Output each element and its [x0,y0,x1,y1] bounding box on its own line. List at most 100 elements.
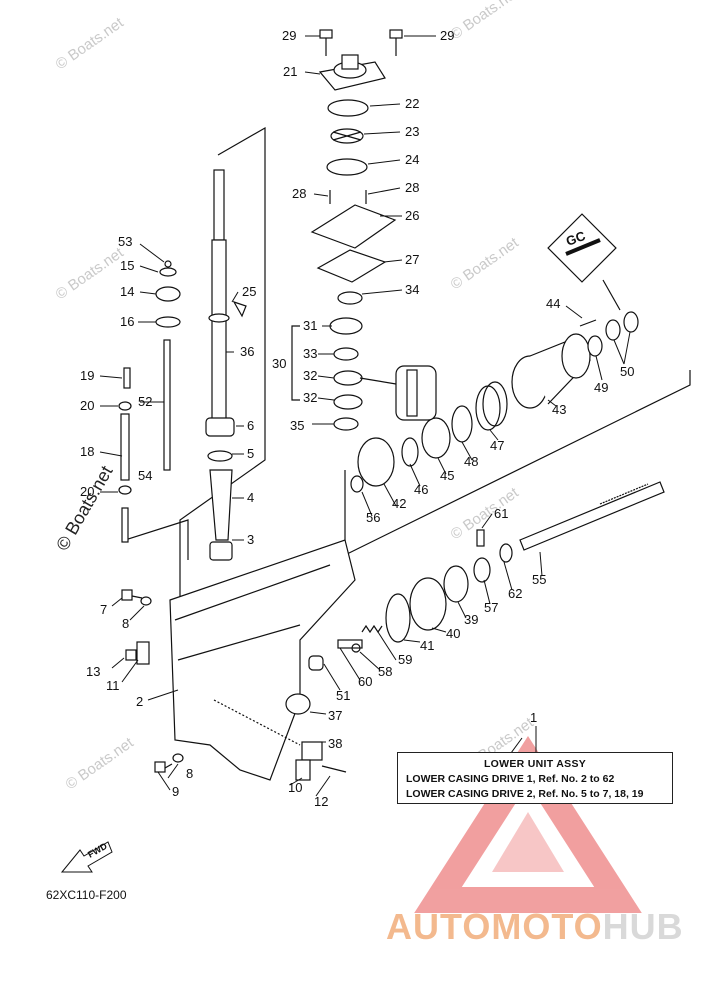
callout-number: 42 [392,496,406,511]
cross-pin [476,529,485,547]
shift-cam-follower [308,655,324,671]
callout-number: 59 [398,652,412,667]
detail-callout-box [359,365,437,421]
shim [385,593,411,643]
propeller-shaft [519,481,665,551]
callout-number: 30 [272,356,286,371]
callout-number: 28 [292,186,306,201]
callout-number: 37 [328,708,342,723]
oring [155,316,181,328]
callout-number: 9 [172,784,179,799]
outer-plate-cartridge [310,204,397,249]
callout-number: 15 [120,258,134,273]
callout-number: 21 [283,64,297,79]
callout-number: 5 [247,446,254,461]
forward-gear [443,565,469,603]
callout-number: 56 [366,510,380,525]
callout-number: 18 [80,444,94,459]
assembly-bracket-line [124,519,189,560]
callout-number: 11 [106,678,120,693]
callout-number: 7 [100,602,107,617]
bolt-icon [579,319,597,327]
callout-number: 33 [303,346,317,361]
callout-number: 24 [405,152,419,167]
callout-number: 52 [138,394,152,409]
callout-number: 58 [378,664,392,679]
insert-cartridge [327,99,369,117]
legend-line-2: LOWER CASING DRIVE 2, Ref. No. 5 to 7, 1… [406,788,644,800]
brand-triangle-logo [414,735,642,913]
bolt-icon [389,29,403,56]
callout-number: 25 [242,284,256,299]
watermark-text: © Boats.net [448,484,523,543]
group-bracket [291,325,300,401]
washer [159,267,177,277]
propshaft-bracket-line [344,370,691,556]
washer [140,596,152,606]
callout-number: 57 [484,600,498,615]
assembly-bracket-line [179,126,266,620]
watermark-text: © Boats.net [448,234,523,293]
callout-number: 48 [464,454,478,469]
propeller-shaft-housing [511,333,591,409]
callout-number: 20 [80,398,94,413]
callout-number: 14 [120,284,134,299]
brand-logo-text: AUTOMOTOHUB [386,906,684,948]
grease-gc-icon [547,213,617,283]
brand-part-2: HUB [602,906,684,947]
bolt-icon [319,29,333,56]
callout-number: 61 [494,506,508,521]
drive-shaft [208,169,230,421]
shim [350,475,364,493]
taper-roller-bearing [409,577,447,631]
callout-number: 36 [240,344,254,359]
circlip [164,260,172,268]
parts-legend-box: LOWER UNIT ASSY LOWER CASING DRIVE 1, Re… [397,752,673,804]
watermark-text: © Boats.net [63,734,138,793]
water-pump-housing [318,54,386,91]
bolt-icon [321,765,347,773]
oil-seal [333,370,363,386]
shift-rod [163,339,171,471]
ball-bearing [421,417,451,459]
callout-number: 60 [358,674,372,689]
callout-number: 29 [440,28,454,43]
callout-number: 45 [440,468,454,483]
callout-number: 49 [594,380,608,395]
callout-number: 44 [546,296,560,311]
stud-bolt [123,367,131,389]
oil-seal [333,394,363,410]
callout-number: 6 [247,418,254,433]
callout-number: 40 [446,626,460,641]
trim-tab-plate [301,741,323,761]
legend-line-1: LOWER CASING DRIVE 1, Ref. No. 2 to 62 [406,773,615,785]
callout-number: 8 [122,616,129,631]
callout-number: 53 [118,234,132,249]
bushing [205,417,235,437]
callout-numbers: 29 29 21 22 23 24 28 28 26 27 34 31 30 3… [80,28,634,809]
oil-seal [337,291,363,305]
dog-clutch [473,557,491,583]
callout-number: 47 [490,438,504,453]
thrust-washer [401,437,419,467]
callout-number: 29 [282,28,296,43]
drive-shaft-sleeve [209,469,233,541]
stud-bolt [121,507,129,543]
needle-bearing [209,541,233,561]
nut [125,649,137,661]
oring [482,381,508,427]
legend-title: LOWER UNIT ASSY [483,758,587,770]
callout-number: 12 [314,794,328,809]
callout-number: 41 [420,638,434,653]
oring [333,347,359,361]
diagram-code: 62XC110-F200 [46,888,127,902]
grommet [155,286,181,302]
callout-number: 62 [508,586,522,601]
oil-seal [605,319,621,341]
ball [351,643,361,653]
callout-number: 20 [80,484,94,499]
callout-number: 22 [405,96,419,111]
bolt-icon [121,589,143,601]
shift-plunger [337,639,363,649]
callout-number: 38 [328,736,342,751]
